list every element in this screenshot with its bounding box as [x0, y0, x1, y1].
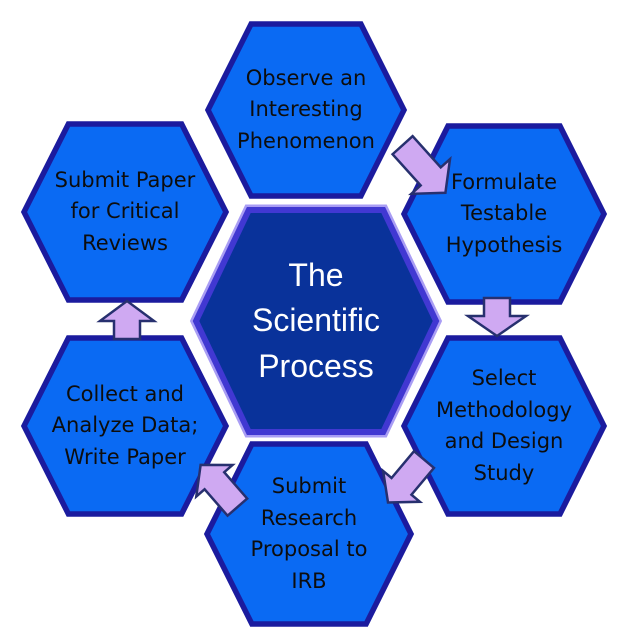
arrow-irb-to-collect [194, 463, 249, 518]
arrow-select-to-irb [381, 449, 436, 504]
arrow-collect-to-submit-paper [96, 299, 158, 341]
center-hexagon [192, 207, 440, 435]
hexagon-collect [20, 335, 230, 517]
arrow-observe-to-formulate [390, 134, 452, 196]
hexagon-formulate [400, 123, 608, 305]
hexagon-observe [204, 21, 408, 199]
arrow-formulate-to-select [463, 296, 531, 338]
hexagon-submit-paper [20, 121, 230, 303]
hexagon-irb [203, 441, 415, 627]
hexagon-select [400, 335, 608, 517]
